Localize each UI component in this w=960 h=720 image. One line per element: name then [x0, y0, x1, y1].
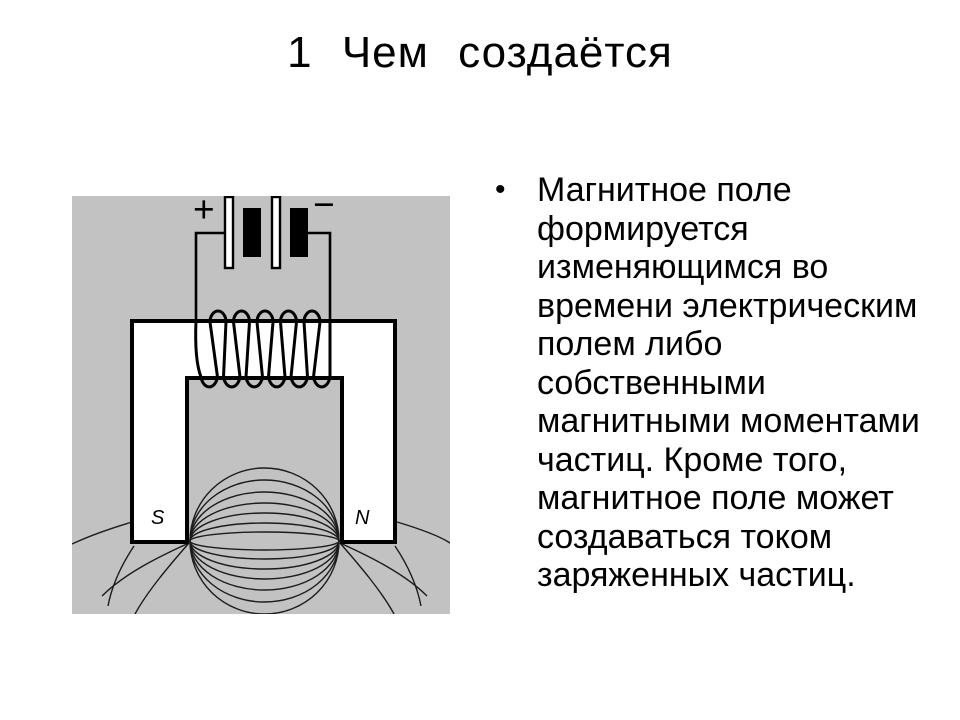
pole-label-s: S: [151, 507, 165, 529]
pole-label-n: N: [355, 507, 370, 529]
battery: + −: [193, 196, 335, 270]
page-title: 1 Чем создаётся: [287, 28, 673, 77]
battery-long-plate-2: [270, 196, 282, 270]
coil-winding: [194, 309, 332, 389]
field-lines: [72, 467, 450, 614]
bullet-marker: •: [495, 173, 506, 206]
battery-long-plate-1: [223, 196, 235, 270]
bullet-item: • Магнитное поле формируется изменяющимс…: [495, 171, 960, 595]
battery-short-plate-2: [290, 208, 308, 257]
battery-short-plate-1: [243, 208, 261, 257]
battery-wires: [194, 231, 332, 322]
battery-plus-label: +: [193, 196, 215, 230]
electromagnet-diagram: + −: [72, 196, 450, 614]
battery-minus-label: −: [313, 196, 335, 225]
electromagnet-figure: + −: [72, 196, 450, 614]
bullet-text: Магнитное поле формируется изменяющимся …: [537, 171, 920, 594]
